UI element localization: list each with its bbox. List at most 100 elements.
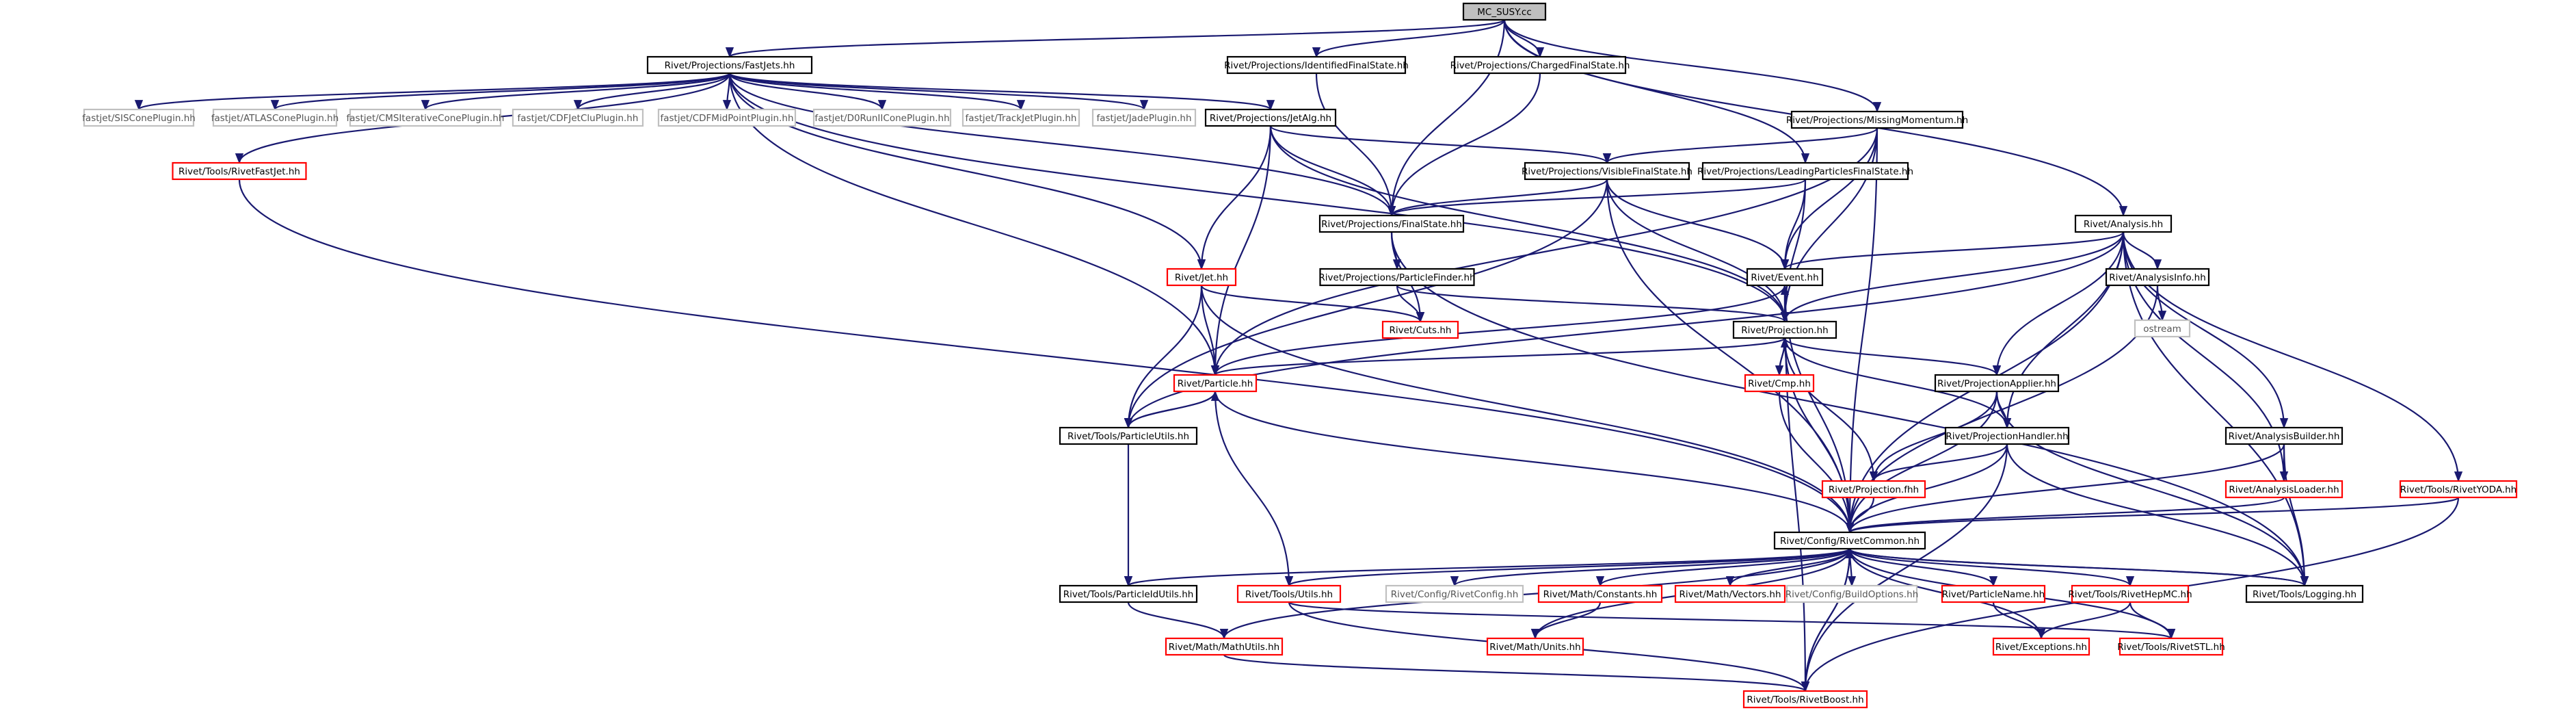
edge-hepmc-to-exceptions — [2036, 601, 2132, 640]
node-box-hepmc — [2071, 584, 2190, 603]
node-label-hepmc: Rivet/Tools/RivetHepMC.hh — [2068, 589, 2192, 600]
node-cms: fastjet/CMSIterativeConePlugin.hh — [347, 108, 504, 127]
edge-projhandler-to-rivetcommon — [1845, 443, 2008, 534]
edge-fastjets-to-jet — [728, 73, 1206, 270]
node-partfinder[interactable]: Rivet/Projections/ParticleFinder.hh — [1318, 268, 1476, 287]
node-projhandler[interactable]: Rivet/ProjectionHandler.hh — [1944, 426, 2070, 445]
node-exceptions[interactable]: Rivet/Exceptions.hh — [1992, 637, 2090, 656]
node-box-fastjets — [646, 55, 813, 75]
node-label-cmp: Rivet/Cmp.hh — [1748, 378, 1811, 389]
edge-rivetcommon-to-particleidutils — [1124, 547, 1851, 587]
node-label-chfs: Rivet/Projections/ChargedFinalState.hh — [1450, 60, 1630, 71]
node-finalstate[interactable]: Rivet/Projections/FinalState.hh — [1318, 214, 1465, 233]
node-label-partfinder: Rivet/Projections/ParticleFinder.hh — [1318, 272, 1475, 283]
node-missmom[interactable]: Rivet/Projections/MissingMomentum.hh — [1786, 110, 1968, 129]
edge-chfs-to-finalstate — [1387, 73, 1541, 217]
node-box-analysis — [2074, 214, 2173, 233]
node-box-partfinder — [1319, 268, 1475, 287]
node-box-rivetboost — [1742, 690, 1868, 709]
node-cuts[interactable]: Rivet/Cuts.hh — [1381, 320, 1459, 339]
node-jetalg[interactable]: Rivet/Projections/JetAlg.hh — [1204, 108, 1337, 127]
edge-constants-to-units — [1530, 601, 1602, 640]
node-analysisloader[interactable]: Rivet/AnalysisLoader.hh — [2225, 480, 2343, 499]
node-mathutils[interactable]: Rivet/Math/MathUtils.hh — [1165, 637, 1284, 656]
edge-fastjets-to-jade — [728, 72, 1148, 111]
node-visfs[interactable]: Rivet/Projections/VisibleFinalState.hh — [1522, 161, 1692, 181]
node-hepmc[interactable]: Rivet/Tools/RivetHepMC.hh — [2068, 584, 2192, 603]
edge-projection-to-projapplier — [1783, 337, 2002, 376]
node-label-mathutils: Rivet/Math/MathUtils.hh — [1169, 642, 1279, 653]
node-units[interactable]: Rivet/Math/Units.hh — [1486, 637, 1584, 656]
node-box-cdfmid — [657, 108, 797, 127]
edge-utils-to-rivetstl — [1288, 601, 2175, 640]
node-label-projfhh: Rivet/Projection.fhh — [1829, 484, 1919, 495]
node-cmp[interactable]: Rivet/Cmp.hh — [1744, 374, 1815, 393]
node-vectors[interactable]: Rivet/Math/Vectors.hh — [1674, 584, 1786, 603]
edge-projection-to-particle — [1211, 337, 1786, 376]
edge-jetalg-to-visfs — [1269, 125, 1611, 164]
node-rivetcommon[interactable]: Rivet/Config/RivetCommon.hh — [1773, 531, 1926, 550]
edge-projection-to-rivetcommon — [1783, 337, 1855, 534]
edge-projection-to-projhandler — [1783, 337, 2012, 429]
edge-mathutils-to-rivetboost — [1223, 653, 1809, 692]
node-d0: fastjet/D0RunIIConePlugin.hh — [812, 108, 952, 127]
node-label-exceptions: Rivet/Exceptions.hh — [1995, 642, 2087, 653]
node-constants[interactable]: Rivet/Math/Constants.hh — [1537, 584, 1663, 603]
edge-projapplier-to-projfhh — [1869, 391, 1998, 482]
node-cdfjet: fastjet/CDFJetCluPlugin.hh — [512, 108, 644, 127]
node-logging[interactable]: Rivet/Tools/Logging.hh — [2245, 584, 2364, 603]
edge-fastjets-to-cdfjet — [573, 73, 731, 111]
edge-cmp-to-projection — [1778, 337, 1790, 376]
edge-fastjets-to-sis — [135, 72, 731, 111]
node-analysis[interactable]: Rivet/Analysis.hh — [2074, 214, 2173, 233]
node-box-analysisinfo — [2105, 268, 2210, 287]
node-projfhh[interactable]: Rivet/Projection.fhh — [1821, 480, 1926, 499]
node-rivetboost[interactable]: Rivet/Tools/RivetBoost.hh — [1742, 690, 1868, 709]
node-projection[interactable]: Rivet/Projection.hh — [1732, 320, 1837, 339]
edge-leadfs-to-finalstate — [1387, 178, 1807, 217]
node-box-projhandler — [1944, 426, 2070, 445]
node-event[interactable]: Rivet/Event.hh — [1746, 268, 1824, 287]
edge-particle-to-rivetcommon — [1214, 391, 1855, 534]
node-utils[interactable]: Rivet/Tools/Utils.hh — [1236, 584, 1342, 603]
node-label-analysis: Rivet/Analysis.hh — [2084, 219, 2163, 230]
edge-visfs-to-projection — [1606, 179, 1790, 323]
node-box-projfhh — [1821, 480, 1926, 499]
node-projapplier[interactable]: Rivet/ProjectionApplier.hh — [1934, 374, 2060, 393]
node-analysisbuilder[interactable]: Rivet/AnalysisBuilder.hh — [2225, 426, 2343, 445]
node-analysisinfo[interactable]: Rivet/AnalysisInfo.hh — [2105, 268, 2210, 287]
node-fastjets[interactable]: Rivet/Projections/FastJets.hh — [646, 55, 813, 75]
node-box-track — [961, 108, 1080, 127]
edge-visfs-to-finalstate — [1387, 179, 1608, 217]
node-particlename[interactable]: Rivet/ParticleName.hh — [1941, 584, 2046, 603]
node-rivetfastjet[interactable]: Rivet/Tools/RivetFastJet.hh — [172, 161, 307, 181]
node-label-sis: fastjet/SISConePlugin.hh — [82, 113, 196, 124]
node-atlas: fastjet/ATLASConePlugin.hh — [211, 108, 338, 127]
node-label-utils: Rivet/Tools/Utils.hh — [1245, 589, 1333, 600]
node-rivetstl[interactable]: Rivet/Tools/RivetSTL.hh — [2117, 637, 2225, 656]
edge-jet-to-cuts — [1200, 285, 1424, 323]
node-mc_susy[interactable]: MC_SUSY.cc — [1462, 2, 1547, 21]
node-rivetyoda[interactable]: Rivet/Tools/RivetYODA.hh — [2399, 480, 2518, 499]
edge-rivetcommon-to-rivetconfig — [1450, 547, 1851, 587]
node-box-particle — [1173, 374, 1258, 393]
node-chfs[interactable]: Rivet/Projections/ChargedFinalState.hh — [1450, 55, 1630, 75]
node-particleutils[interactable]: Rivet/Tools/ParticleUtils.hh — [1059, 426, 1198, 445]
edge-analysis-to-logging — [2122, 231, 2309, 587]
node-particleidutils[interactable]: Rivet/Tools/ParticleIdUtils.hh — [1059, 584, 1198, 603]
node-label-rivetfastjet: Rivet/Tools/RivetFastJet.hh — [178, 166, 300, 177]
node-label-projhandler: Rivet/ProjectionHandler.hh — [1946, 431, 2068, 442]
edge-missmom-to-rivetcommon — [1845, 127, 1878, 534]
node-idfs[interactable]: Rivet/Projections/IdentifiedFinalState.h… — [1224, 55, 1409, 75]
node-box-buildoptions — [1785, 584, 1918, 603]
edge-jetalg-to-particle — [1210, 125, 1272, 376]
node-label-fastjets: Rivet/Projections/FastJets.hh — [665, 60, 795, 71]
node-particle[interactable]: Rivet/Particle.hh — [1173, 374, 1258, 393]
node-leadfs[interactable]: Rivet/Projections/LeadingParticlesFinalS… — [1697, 161, 1913, 181]
node-box-atlas — [212, 108, 338, 127]
node-buildoptions: Rivet/Config/BuildOptions.hh — [1785, 584, 1918, 603]
node-label-missmom: Rivet/Projections/MissingMomentum.hh — [1786, 115, 1968, 126]
node-jet[interactable]: Rivet/Jet.hh — [1166, 268, 1237, 287]
node-label-d0: fastjet/D0RunIIConePlugin.hh — [814, 113, 949, 124]
